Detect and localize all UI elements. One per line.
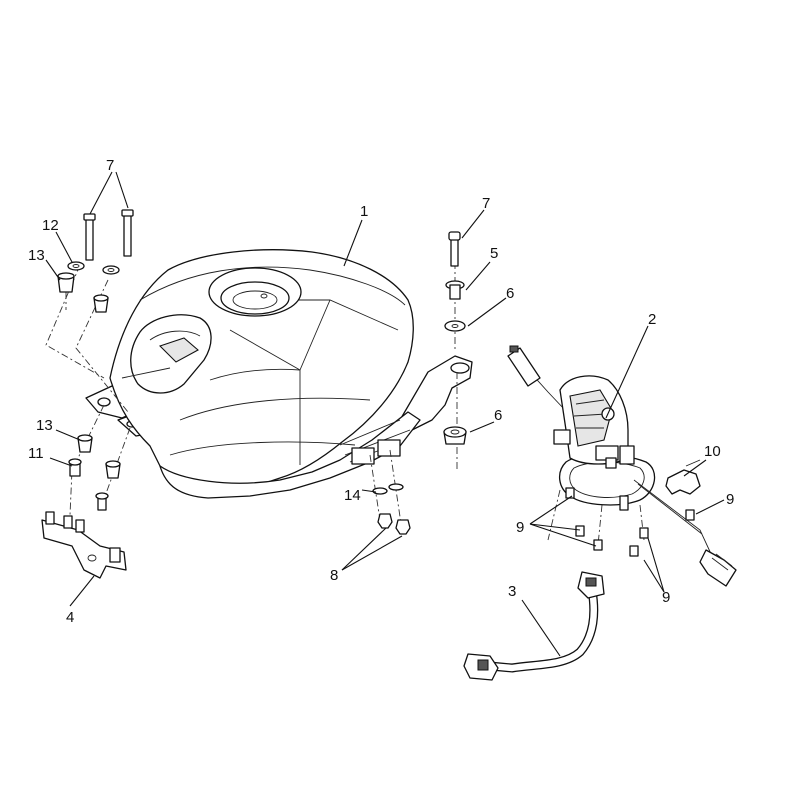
pump-screws-9 [565,487,695,557]
grommet-13-lower [77,434,93,453]
callout-8: 8 [330,567,338,584]
nuts-8 [377,513,411,535]
fuel-hose-3 [463,571,605,681]
clip-bracket-10 [665,459,701,495]
callout-9-left: 9 [516,519,524,536]
callout-13-lower: 13 [36,417,53,434]
rear-bolt-7 [448,231,461,267]
callout-6-lower: 6 [494,407,502,424]
callout-14: 14 [344,487,361,504]
rubber-washer-6-lower [443,426,467,445]
callout-4: 4 [66,609,74,626]
callout-9-bottom: 9 [662,589,670,606]
fuel-pump-assembly [507,345,737,587]
callout-13-upper: 13 [28,247,45,264]
rubber-washer-6-upper [444,320,466,332]
callout-9-right: 9 [726,491,734,508]
washers-12 [67,261,120,275]
rear-spacer-5 [445,280,465,300]
callout-6-upper: 6 [506,285,514,302]
leader-lines [45,171,725,657]
callout-1: 1 [360,203,368,220]
callout-labels: 1 2 3 4 5 6 6 7 7 8 9 9 9 10 11 12 13 13… [28,157,734,626]
callout-2: 2 [648,311,656,328]
callout-10: 10 [704,443,721,460]
callout-5: 5 [490,245,498,262]
callout-7-rear: 7 [482,195,490,212]
callout-12: 12 [42,217,59,234]
callout-3: 3 [508,583,516,600]
washers-14 [372,483,404,495]
fuel-tank [85,249,473,499]
front-bolts-7 [83,209,134,261]
small-bushings [95,460,121,511]
grommets-13-upper [57,272,109,313]
spacer-11 [68,458,82,477]
front-bracket-4 [41,511,127,579]
callout-7-front: 7 [106,157,114,174]
callout-11: 11 [28,445,44,462]
